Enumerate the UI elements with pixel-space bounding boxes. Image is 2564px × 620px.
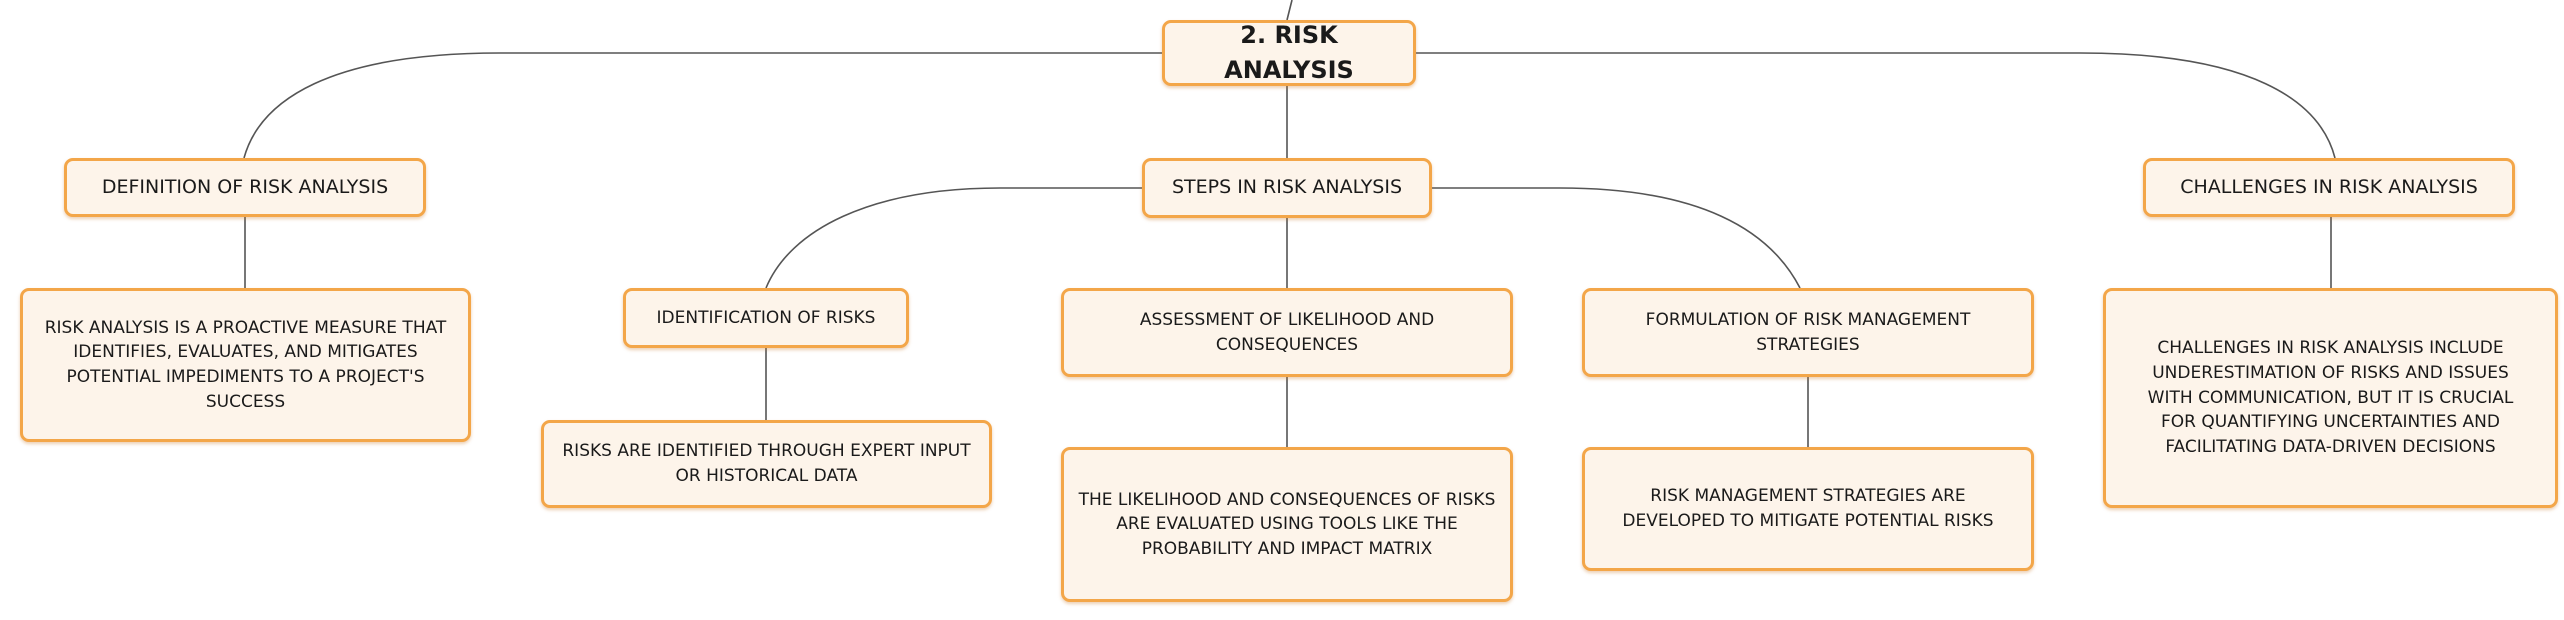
definition-detail-node[interactable]: RISK ANALYSIS IS A PROACTIVE MEASURE THA… [20,288,471,442]
definition-node[interactable]: DEFINITION OF RISK ANALYSIS [64,158,426,217]
challenges-detail-node[interactable]: CHALLENGES IN RISK ANALYSIS INCLUDE UNDE… [2103,288,2558,508]
connector-root-to-definition [243,52,1162,159]
connector-steps-to-formulation [1432,187,1801,289]
connector-root-to-challenges [1416,52,2336,159]
assessment-detail-node[interactable]: THE LIKELIHOOD AND CONSEQUENCES OF RISKS… [1061,447,1513,602]
formulation-detail-node[interactable]: RISK MANAGEMENT STRATEGIES ARE DEVELOPED… [1582,447,2034,571]
steps-node[interactable]: STEPS IN RISK ANALYSIS [1142,158,1432,218]
challenges-node[interactable]: CHALLENGES IN RISK ANALYSIS [2143,158,2515,217]
connector-parent-to-root [1286,0,1293,21]
assessment-node[interactable]: ASSESSMENT OF LIKELIHOOD AND CONSEQUENCE… [1061,288,1513,377]
connector-steps-to-identification [765,187,1142,289]
formulation-node[interactable]: FORMULATION OF RISK MANAGEMENT STRATEGIE… [1582,288,2034,377]
identification-detail-node[interactable]: RISKS ARE IDENTIFIED THROUGH EXPERT INPU… [541,420,992,508]
root-node[interactable]: 2. RISK ANALYSIS [1162,20,1416,86]
identification-node[interactable]: IDENTIFICATION OF RISKS [623,288,909,348]
